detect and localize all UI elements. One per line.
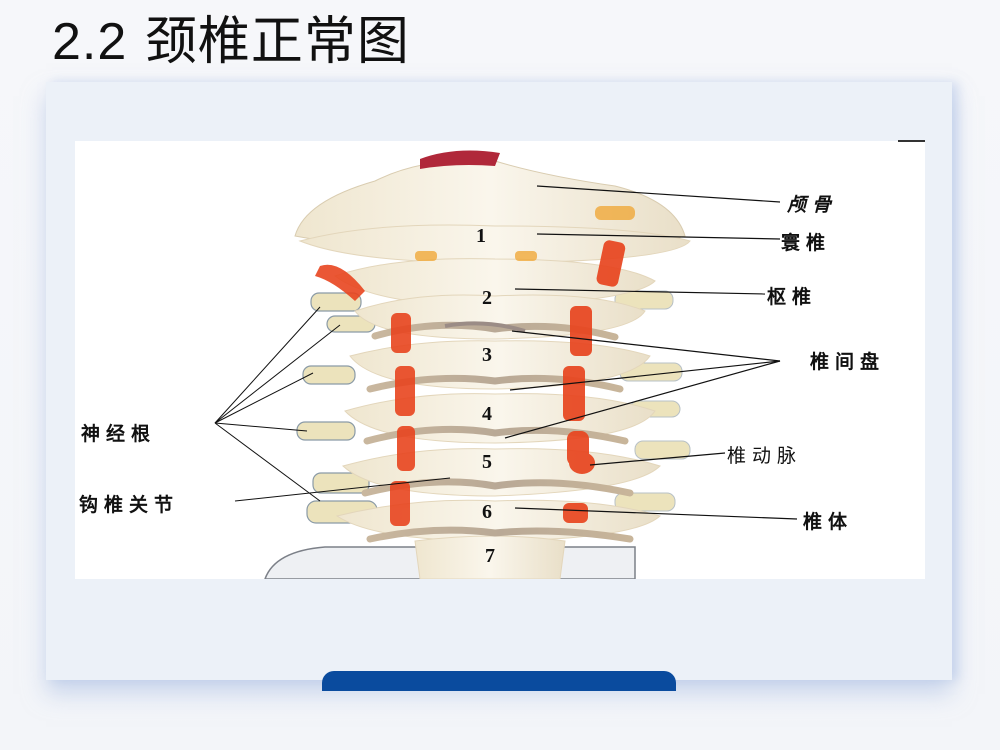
slide-title: 2.2 颈椎正常图 bbox=[52, 10, 410, 74]
cervical-spine-figure: 1 2 3 4 5 6 7 颅骨 寰椎 枢椎 椎间盘 椎动脉 椎体 神经根 钩椎… bbox=[75, 141, 925, 579]
vertebra-number-2: 2 bbox=[482, 287, 492, 309]
label-nerve-root: 神经根 bbox=[81, 423, 157, 445]
vertebra-number-7: 7 bbox=[485, 545, 495, 567]
vertebra-number-3: 3 bbox=[482, 344, 492, 366]
label-skull: 颅骨 bbox=[787, 194, 838, 216]
title-text: 颈椎正常图 bbox=[144, 12, 410, 72]
label-uncovertebral-joint: 钩椎关节 bbox=[79, 494, 180, 516]
vertebra-number-5: 5 bbox=[482, 451, 492, 473]
vertebra-number-4: 4 bbox=[482, 403, 492, 425]
bottom-accent-bar bbox=[322, 671, 676, 691]
vertebra-number-6: 6 bbox=[482, 501, 492, 523]
label-atlas: 寰椎 bbox=[781, 232, 832, 254]
label-vertebral-body: 椎体 bbox=[803, 511, 854, 533]
decorative-dash bbox=[898, 140, 925, 142]
label-intervertebral-disc: 椎间盘 bbox=[810, 351, 886, 373]
title-number: 2.2 bbox=[52, 13, 128, 71]
spine-illustration bbox=[214, 150, 798, 579]
label-axis: 枢椎 bbox=[767, 286, 818, 308]
label-vertebral-artery: 椎动脉 bbox=[727, 445, 803, 467]
vertebra-number-1: 1 bbox=[476, 225, 486, 247]
